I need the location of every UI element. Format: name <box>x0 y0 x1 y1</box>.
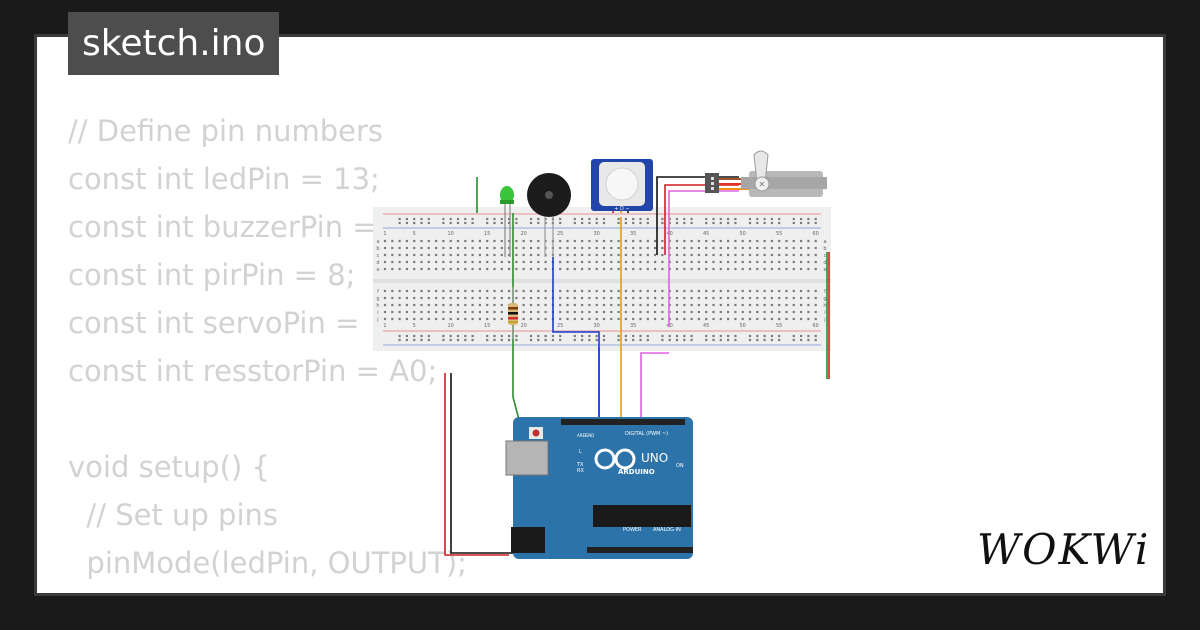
breadboard-column-number: 45 <box>703 323 709 329</box>
breadboard-row-letter: f <box>377 289 379 295</box>
breadboard-column-number: 50 <box>740 323 746 329</box>
wire-power-red <box>444 373 509 556</box>
breadboard-column-number: 25 <box>557 231 563 237</box>
power-pins-label: POWER <box>623 527 642 533</box>
breadboard-column-number: 20 <box>521 323 527 329</box>
buzzer <box>527 173 571 257</box>
on-led-label: ON <box>676 463 684 469</box>
breadboard-row-letter: a <box>376 239 379 245</box>
breadboard-row-letter: j <box>823 317 825 323</box>
pir-sensor: + D − <box>591 159 653 212</box>
servo-motor: ✕ <box>705 150 827 197</box>
breadboard-column-number: 10 <box>448 231 454 237</box>
code-line: const int servoPin = <box>68 306 369 340</box>
wokwi-logo: WOKWi <box>977 525 1151 574</box>
breadboard-row-letter: a <box>823 239 826 245</box>
breadboard-column-number: 10 <box>448 323 454 329</box>
breadboard-row-letter: e <box>376 267 379 273</box>
breadboard-row-letter: d <box>376 260 379 266</box>
code-line: // Define pin numbers <box>68 114 383 148</box>
resistor <box>508 287 518 339</box>
breadboard-column-number: 55 <box>776 323 782 329</box>
breadboard-column-number: 45 <box>703 231 709 237</box>
breadboard-column-number: 15 <box>484 323 490 329</box>
breadboard-column-number: 5 <box>413 231 416 237</box>
breadboard-row-letter: i <box>377 310 378 316</box>
code-line: const int buzzerPin = <box>68 210 386 244</box>
pir-pin-labels: + D − <box>614 206 629 212</box>
code-line: void setup() { <box>68 450 270 484</box>
breadboard-row-letter: h <box>376 303 379 309</box>
sketch-filename-tab: sketch.ino <box>68 12 280 75</box>
code-line: const int resstorPin = A0; <box>68 354 438 388</box>
code-listing: // Define pin numbers const int ledPin = … <box>68 107 520 593</box>
digital-pins-label: DIGITAL (PWM ~) <box>625 431 668 437</box>
breadboard-row-letter: c <box>824 253 827 259</box>
breadboard-column-number: 25 <box>557 323 563 329</box>
rx-label: RX <box>577 468 584 474</box>
breadboard-row-letter: g <box>823 296 826 302</box>
breadboard-column-number: 60 <box>813 231 819 237</box>
arduino-uno-board: ARDUINO UNO DIGITAL (PWM ~) POWER ANALOG… <box>505 417 693 559</box>
breadboard-column-number: 30 <box>594 231 600 237</box>
svg-text:✕: ✕ <box>759 180 766 189</box>
arduino-brand: ARDUINO <box>618 468 655 476</box>
breadboard-row-letter: d <box>823 260 826 266</box>
breadboard-column-number: 50 <box>740 231 746 237</box>
preview-card: // Define pin numbers const int ledPin = … <box>34 34 1166 596</box>
tx-label: TX <box>576 462 584 468</box>
wire-servo-to-arduino <box>640 352 669 425</box>
breadboard-column-number: 5 <box>413 323 416 329</box>
atmega-chip <box>593 505 691 527</box>
breadboard-column-number: 20 <box>521 231 527 237</box>
breadboard-row-letter: f <box>824 289 826 295</box>
usb-connector <box>505 440 549 476</box>
breadboard-row-letter: i <box>824 310 825 316</box>
breadboard-row-letter: b <box>823 246 826 252</box>
reset-button <box>532 429 540 437</box>
breadboard-column-number: 55 <box>776 231 782 237</box>
breadboard-column-number: 1 <box>383 323 386 329</box>
code-line: pinMode(buzzerPin, OUTPUT); <box>68 587 520 593</box>
breadboard-column-number: 1 <box>383 231 386 237</box>
breadboard-center-gap <box>373 279 831 283</box>
breadboard-column-number: 35 <box>630 231 636 237</box>
breadboard-row-letter: c <box>377 253 380 259</box>
breadboard-row-letter: g <box>376 296 379 302</box>
breadboard-column-number: 15 <box>484 231 490 237</box>
breadboard-row-letter: b <box>376 246 379 252</box>
analog-pins-label: ANALOG IN <box>653 527 681 533</box>
breadboard-column-number: 30 <box>594 323 600 329</box>
code-line: const int ledPin = 13; <box>68 162 380 196</box>
breadboard-row-letter: e <box>823 267 826 273</box>
breadboard-row-letter: j <box>376 317 378 323</box>
breadboard-row-letter: h <box>823 303 826 309</box>
code-line: pinMode(ledPin, OUTPUT); <box>68 546 467 580</box>
aref-label: AREF <box>577 433 588 438</box>
code-line: const int pirPin = 8; <box>68 258 356 292</box>
gnd-label: GND <box>585 433 594 438</box>
l-led-label: L <box>579 449 582 455</box>
breadboard-column-number: 35 <box>630 323 636 329</box>
code-line: // Set up pins <box>68 498 278 532</box>
led-green <box>500 186 514 257</box>
arduino-model: UNO <box>641 451 668 465</box>
breadboard-column-number: 60 <box>813 323 819 329</box>
power-jack <box>511 527 545 553</box>
